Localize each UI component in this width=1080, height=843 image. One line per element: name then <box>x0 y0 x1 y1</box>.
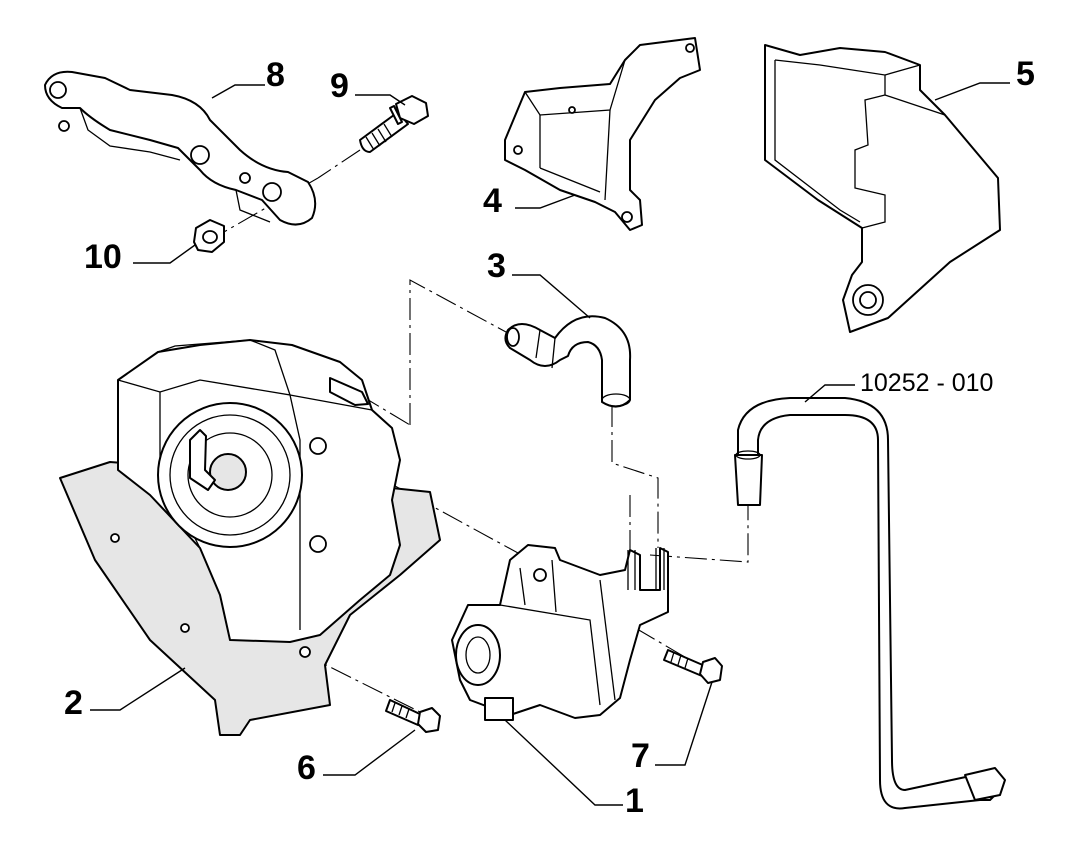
callout-1: 1 <box>625 782 644 820</box>
callout-2: 2 <box>64 684 83 722</box>
assembly-line-bolt-6 <box>299 651 421 713</box>
part-8-support-arm <box>44 70 317 226</box>
part-4-bracket <box>504 37 701 231</box>
leader-6 <box>323 729 416 776</box>
callout-6: 6 <box>297 749 316 787</box>
part-5-large-bracket <box>764 44 1001 333</box>
part-2-actuator-housing <box>59 339 441 736</box>
callout-3: 3 <box>487 247 506 285</box>
part-3-rubber-hose <box>504 315 632 408</box>
vacuum-pipe <box>734 397 1006 810</box>
leader-lines <box>90 82 1010 806</box>
assembly-line-hose-to-housing <box>409 279 531 425</box>
callout-labels: 8 9 10 4 5 3 10252 - 010 2 6 7 1 <box>64 55 1035 820</box>
part-1-solenoid-valve <box>451 544 669 721</box>
callout-4: 4 <box>483 182 502 220</box>
callout-7: 7 <box>631 737 650 775</box>
part-9-flange-bolt <box>359 95 429 153</box>
leader-3 <box>512 274 591 319</box>
assembly-line-hose-to-valve <box>611 405 659 548</box>
leader-1 <box>504 719 623 806</box>
reference-code: 10252 - 010 <box>860 369 993 397</box>
leader-2 <box>90 667 186 711</box>
assembly-line-valve-to-pipe <box>649 505 749 563</box>
leader-4 <box>515 194 576 209</box>
leader-5 <box>934 82 1010 101</box>
leader-code <box>804 384 855 403</box>
assembly-line-bolt-9 <box>317 149 361 179</box>
leader-10 <box>133 244 196 264</box>
part-6-bolt <box>385 699 441 733</box>
callout-5: 5 <box>1016 55 1035 93</box>
callout-8: 8 <box>266 56 285 94</box>
leader-8 <box>211 84 265 99</box>
part-7-bolt <box>663 649 723 684</box>
callout-9: 9 <box>330 67 349 105</box>
part-10-flange-nut <box>193 219 225 253</box>
leader-7 <box>655 681 713 766</box>
leader-9 <box>355 94 406 106</box>
callout-10: 10 <box>84 238 122 276</box>
